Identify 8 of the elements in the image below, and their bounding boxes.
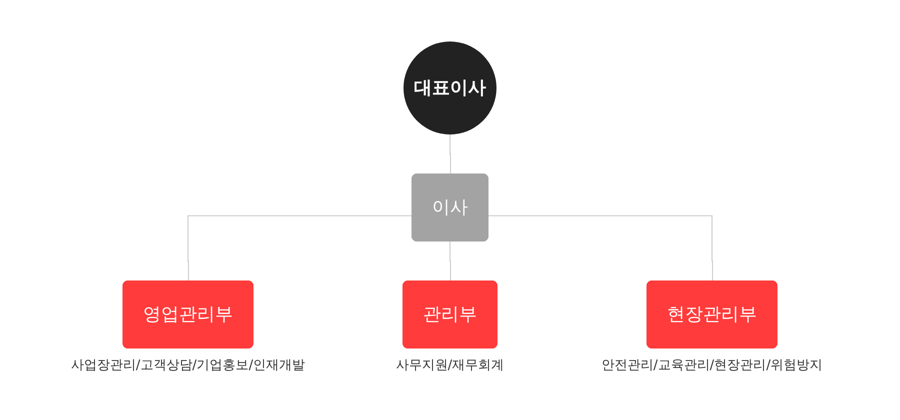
connector — [450, 134, 451, 175]
department-duties: 안전관리/교육관리/현장관리/위험방지 — [601, 357, 823, 374]
department-duties: 사무지원/재무회계 — [396, 357, 504, 374]
connector — [188, 215, 413, 282]
node-circle: 대표이사 — [404, 42, 496, 134]
department-duties: 사업장관리/고객상담/기업홍보/인재개발 — [70, 357, 306, 374]
connector — [450, 241, 451, 282]
connector — [488, 215, 713, 282]
